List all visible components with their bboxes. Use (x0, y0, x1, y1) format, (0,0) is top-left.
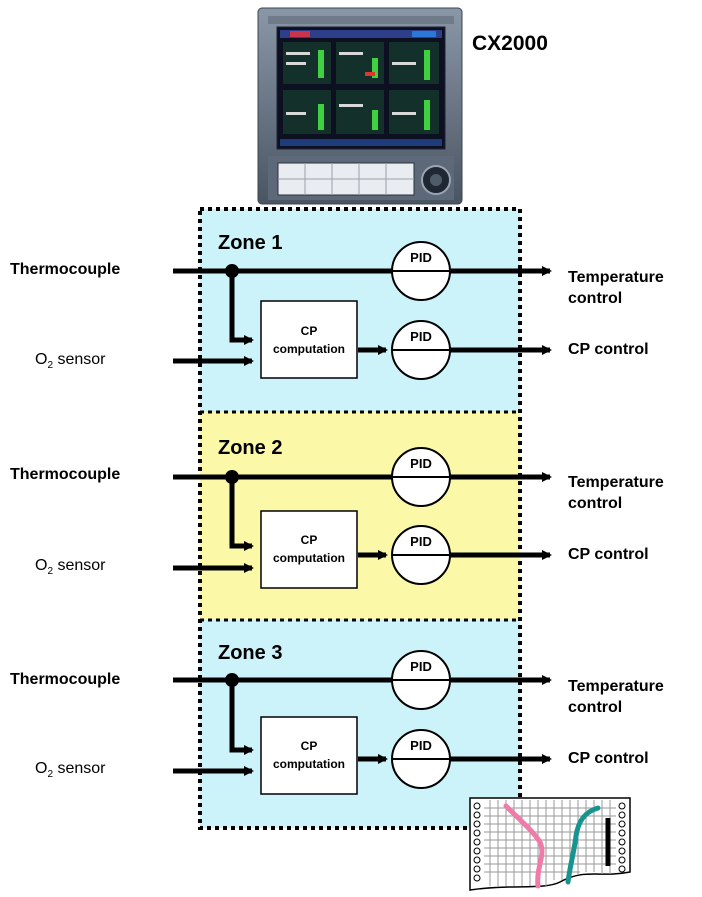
zone-3-pid-bottom (391, 729, 451, 789)
zone-2-cp-control-label: CP control (568, 546, 649, 563)
zone-3-cp-control-label: CP control (568, 750, 649, 767)
chart-paper-icon (469, 797, 631, 891)
zone-2-cp-line2: computation (273, 551, 345, 565)
zone-3-cp-block (260, 716, 358, 795)
zone-2-junction (225, 470, 239, 484)
zone-2-pid-bottom (391, 525, 451, 585)
zone-1-title: Zone 1 (218, 232, 283, 254)
zone-2-flow (173, 472, 552, 573)
zone-1-cp-line1: CP (300, 324, 318, 338)
zone-1-pid-top (391, 241, 451, 301)
zone-1-o2-sensor-label: O2 sensor (35, 351, 106, 372)
zone-1-junction (225, 264, 239, 278)
zone-3-flow (173, 675, 552, 776)
zone-2-cp-block (260, 510, 358, 589)
zone-2-pid-bottom-label: PID (410, 534, 432, 549)
zone-group-boundary (198, 207, 522, 830)
zone-1-cp-line2: computation (273, 342, 345, 356)
zone-3-cp-line1: CP (300, 739, 318, 753)
zone-2-pid-top (391, 447, 451, 507)
zone-2-title: Zone 2 (218, 437, 283, 459)
zone-2-temp-control-line1: Temperature (568, 474, 664, 491)
zone-3-temp-control-line1: Temperature (568, 678, 664, 695)
zone-3-pid-top-label: PID (410, 659, 432, 674)
recorder-device-image (257, 7, 463, 205)
zone-3-temp-control-line2: control (568, 699, 623, 716)
zone-1-flow (173, 266, 552, 366)
zone-3-title: Zone 3 (218, 642, 283, 664)
zone-1-thermocouple-label: Thermocouple (10, 261, 121, 278)
zone-3-o2-sensor-label: O2 sensor (35, 760, 106, 781)
zone-2-o2-sensor-label: O2 sensor (35, 557, 106, 578)
zone-2-temp-control-line2: control (568, 495, 623, 512)
zone-3-junction (225, 673, 239, 687)
zone-1-region (200, 209, 520, 412)
zone-3-thermocouple-label: Thermocouple (10, 671, 121, 688)
zone-1-pid-top-label: PID (410, 250, 432, 265)
zone-2-region (200, 412, 520, 620)
zone-2-pid-top-label: PID (410, 456, 432, 471)
zone-1-temp-control-line2: control (568, 290, 623, 307)
zone-3-cp-line2: computation (273, 757, 345, 771)
zone-1-cp-block (260, 300, 358, 379)
zone-1-pid-bottom (391, 320, 451, 380)
zone-1-pid-bottom-label: PID (410, 329, 432, 344)
zone-3-region (200, 620, 520, 828)
zone-1-temp-control-line1: Temperature (568, 269, 664, 286)
zone-1-cp-control-label: CP control (568, 341, 649, 358)
zone-3-pid-top (391, 650, 451, 710)
zone-3-pid-bottom-label: PID (410, 738, 432, 753)
zone-2-cp-line1: CP (300, 533, 318, 547)
zone-2-thermocouple-label: Thermocouple (10, 466, 121, 483)
device-title: CX2000 (472, 32, 548, 55)
